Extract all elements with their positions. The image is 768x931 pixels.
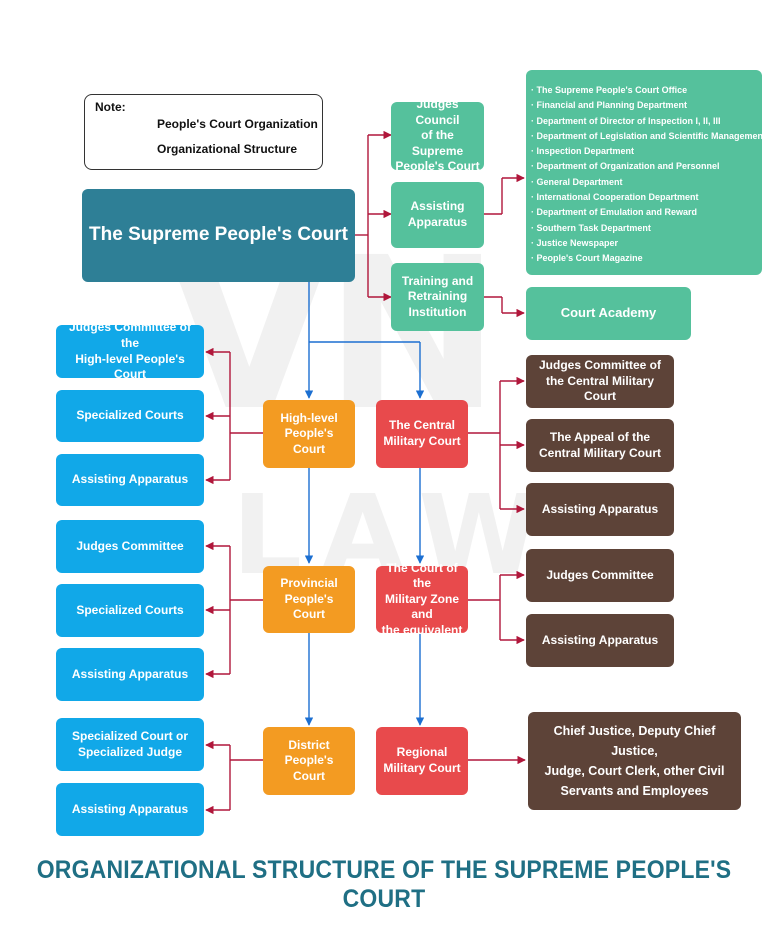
department-item: General Department <box>531 175 758 190</box>
training-institution-node: Training and Retraining Institution <box>391 263 484 331</box>
provincial-specialized-courts-label: Specialized Courts <box>76 602 184 617</box>
military-zone-structure-lines <box>468 570 525 645</box>
legend-item-structure: Organizational Structure <box>157 142 298 156</box>
regional-military-court-label: Regional Military Court <box>383 745 461 775</box>
department-item: Department of Organization and Personnel <box>531 159 758 174</box>
central-assisting-apparatus-label: Assisting Apparatus <box>541 501 659 516</box>
central-structure-lines <box>468 376 525 514</box>
district-assisting-apparatus-node: Assisting Apparatus <box>56 783 204 836</box>
court-academy-node: Court Academy <box>526 287 691 340</box>
central-appeal-court-label: The Appeal of the Central Military Court <box>538 429 661 460</box>
central-judges-committee-node: Judges Committee of the Central Military… <box>526 355 674 408</box>
provincial-court-node: Provincial People's Court <box>263 566 355 633</box>
judges-council-node: Judges Council of the Supreme People's C… <box>391 97 484 173</box>
department-item: Department of Director of Inspection I, … <box>531 114 758 129</box>
military-zone-judges-committee-node: Judges Committee <box>526 549 674 602</box>
provincial-assisting-apparatus-node: Assisting Apparatus <box>56 648 204 701</box>
supreme-court-node: The Supreme People's Court <box>82 189 355 282</box>
supreme-structure-lines <box>355 130 525 318</box>
regional-military-court-node: Regional Military Court <box>376 727 468 795</box>
district-court-label: District People's Court <box>284 737 334 783</box>
organization-lines <box>304 282 425 726</box>
regional-staff-label: Chief Justice, Deputy Chief Justice, Jud… <box>544 724 725 798</box>
high-specialized-courts-label: Specialized Courts <box>76 408 184 423</box>
department-item: International Cooperation Department <box>531 190 758 205</box>
central-military-court-label: The Central Military Court <box>383 418 461 448</box>
department-item: Department of Emulation and Reward <box>531 205 758 220</box>
legend-title: Note: <box>95 100 126 114</box>
training-institution-label: Training and Retraining Institution <box>401 273 474 319</box>
page-title: ORGANIZATIONAL STRUCTURE OF THE SUPREME … <box>36 856 732 913</box>
assisting-apparatus-supreme-label: Assisting Apparatus <box>407 199 468 229</box>
district-assisting-apparatus-label: Assisting Apparatus <box>71 801 189 816</box>
department-item: People's Court Magazine <box>531 251 758 266</box>
department-item: Financial and Planning Department <box>531 98 758 113</box>
supreme-court-label: The Supreme People's Court <box>89 224 348 246</box>
high-assisting-apparatus-node: Assisting Apparatus <box>56 454 204 506</box>
high-structure-lines <box>205 347 263 485</box>
provincial-judges-committee-node: Judges Committee <box>56 520 204 573</box>
provincial-judges-committee-label: Judges Committee <box>76 538 184 553</box>
central-military-court-node: The Central Military Court <box>376 400 468 468</box>
district-specialized-node: Specialized Court or Specialized Judge <box>56 718 204 771</box>
high-level-court-node: High-level People's Court <box>263 400 355 468</box>
provincial-assisting-apparatus-label: Assisting Apparatus <box>71 666 189 681</box>
military-zone-assisting-apparatus-node: Assisting Apparatus <box>526 614 674 667</box>
department-item: Department of Legislation and Scientific… <box>531 129 767 144</box>
legend-box: Note: People's Court Organization Organi… <box>84 94 323 170</box>
assisting-apparatus-supreme-node: Assisting Apparatus <box>391 182 484 248</box>
high-judges-committee-label: Judges Committee of the High-level Peopl… <box>68 320 191 382</box>
departments-list: The Supreme People's Court OfficeFinanci… <box>526 70 767 275</box>
provincial-specialized-courts-node: Specialized Courts <box>56 584 204 637</box>
department-item: Southern Task Department <box>531 221 758 236</box>
department-item: Inspection Department <box>531 144 758 159</box>
military-zone-assisting-apparatus-label: Assisting Apparatus <box>541 632 659 647</box>
central-assisting-apparatus-node: Assisting Apparatus <box>526 483 674 536</box>
provincial-structure-lines <box>205 541 263 679</box>
district-specialized-label: Specialized Court or Specialized Judge <box>71 728 189 759</box>
high-specialized-courts-node: Specialized Courts <box>56 390 204 442</box>
district-structure-lines <box>205 740 263 815</box>
district-court-node: District People's Court <box>263 727 355 795</box>
regional-staff-node: Chief Justice, Deputy Chief Justice, Jud… <box>528 712 741 810</box>
central-judges-committee-label: Judges Committee of the Central Military… <box>538 358 661 404</box>
judges-council-label: Judges Council of the Supreme People's C… <box>395 97 480 174</box>
high-judges-committee-node: Judges Committee of the High-level Peopl… <box>56 320 204 381</box>
high-assisting-apparatus-label: Assisting Apparatus <box>71 472 189 487</box>
legend-item-organization: People's Court Organization <box>157 117 318 131</box>
military-zone-court-node: The Court of the Military Zone and the e… <box>376 561 468 637</box>
high-level-court-label: High-level People's Court <box>280 410 338 456</box>
military-zone-judges-committee-label: Judges Committee <box>546 567 654 582</box>
military-zone-court-label: The Court of the Military Zone and the e… <box>381 560 463 637</box>
central-appeal-court-node: The Appeal of the Central Military Court <box>526 419 674 472</box>
court-academy-label: Court Academy <box>560 305 657 321</box>
provincial-court-label: Provincial People's Court <box>280 576 338 622</box>
department-item: The Supreme People's Court Office <box>531 83 758 98</box>
department-item: Justice Newspaper <box>531 236 758 251</box>
